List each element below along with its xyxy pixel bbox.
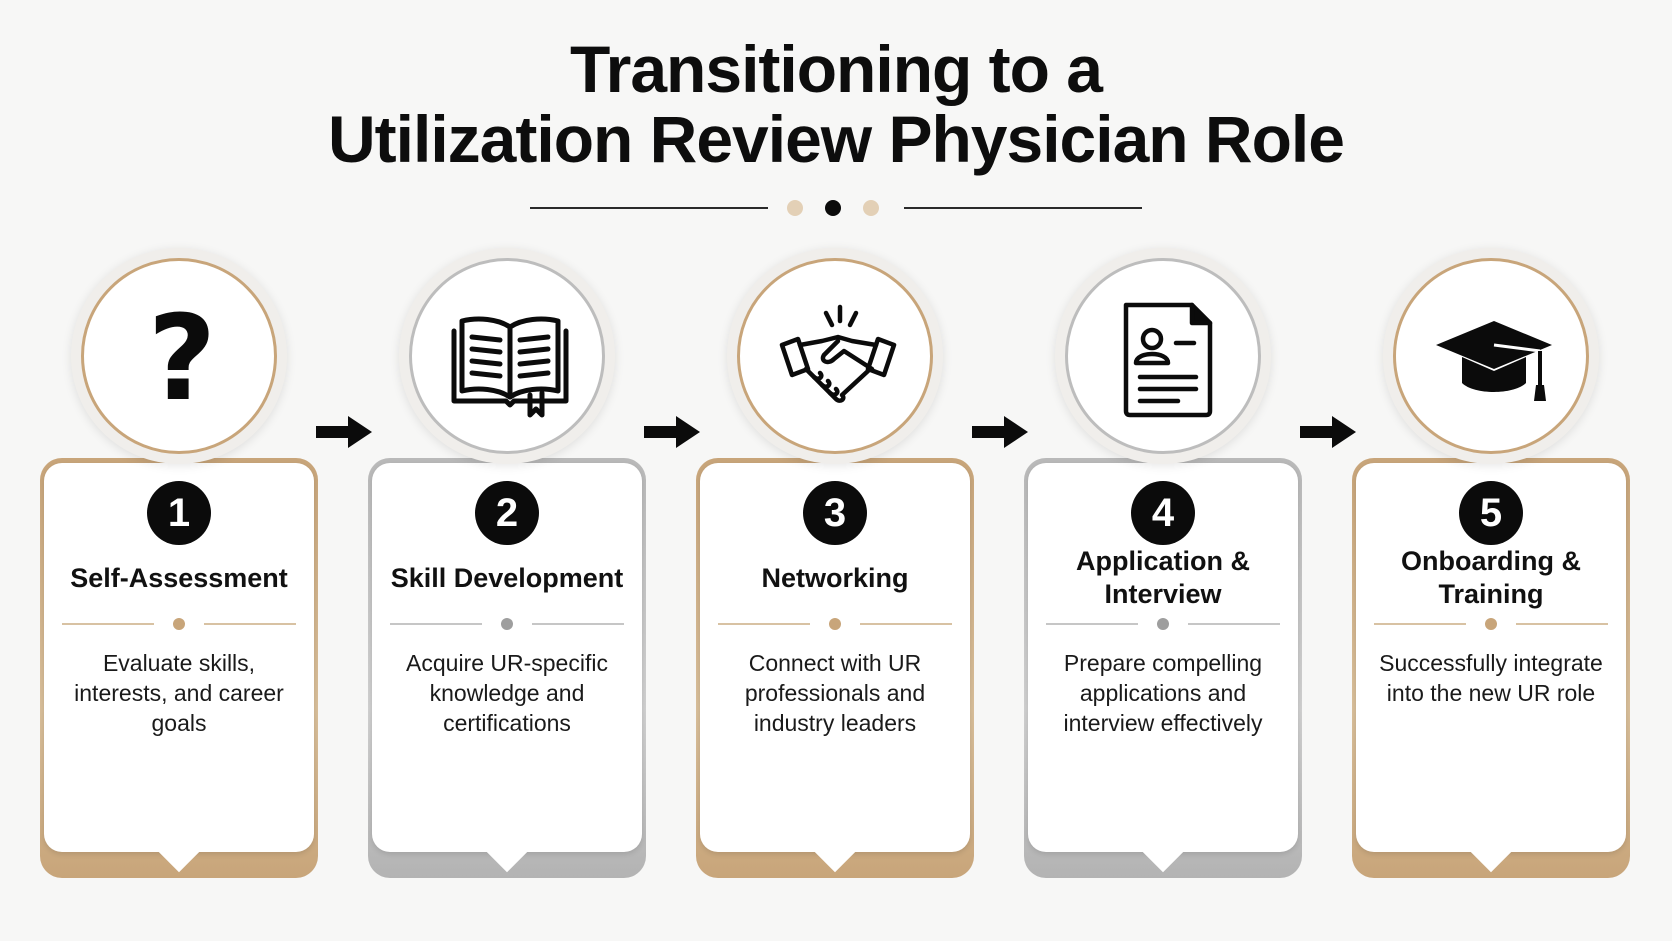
step-title: Self-Assessment: [70, 562, 288, 593]
step-card-2: 2 Skill Development Acquire UR-specific …: [368, 248, 646, 888]
step-number-badge: 4: [1131, 481, 1195, 545]
question-mark-icon: ?: [148, 299, 216, 419]
step-number-badge: 3: [803, 481, 867, 545]
step-separator: [718, 618, 952, 630]
step-title: Application & Interview: [1076, 546, 1250, 609]
step-separator: [1046, 618, 1280, 630]
step-card-5: 5 Onboarding & Training Successfully int…: [1352, 248, 1630, 888]
page-title: Transitioning to a Utilization Review Ph…: [0, 34, 1672, 174]
divider-line-right: [904, 207, 1142, 209]
step-description: Connect with UR professionals and indust…: [744, 650, 926, 736]
step-separator: [1374, 618, 1608, 630]
icon-circle: [727, 248, 943, 464]
handshake-icon: [779, 304, 897, 403]
step-number-badge: 5: [1459, 481, 1523, 545]
step-description: Prepare compelling applications and inte…: [1063, 650, 1263, 736]
step-number-badge: 1: [147, 481, 211, 545]
step-card-3: 3 Networking Connect with UR professiona…: [696, 248, 974, 888]
step-description: Acquire UR-specific knowledge and certif…: [406, 650, 608, 736]
title-line-2: Utilization Review Physician Role: [328, 102, 1345, 176]
icon-circle: ?: [71, 248, 287, 464]
arrow-right-icon: [972, 416, 1028, 448]
title-divider: [0, 198, 1672, 218]
open-book-icon: [451, 316, 569, 418]
step-card-4: 4 Application & Interview Prepare compel…: [1024, 248, 1302, 888]
icon-circle: [399, 248, 615, 464]
step-title: Networking: [761, 562, 909, 593]
icon-circle: [1383, 248, 1599, 464]
step-separator: [62, 618, 296, 630]
resume-document-icon: [1123, 302, 1213, 418]
step-title: Onboarding & Training: [1401, 546, 1581, 609]
icon-circle: [1055, 248, 1271, 464]
step-separator: [390, 618, 624, 630]
divider-dot-center: [825, 200, 841, 216]
step-description: Successfully integrate into the new UR r…: [1379, 650, 1603, 706]
step-number-badge: 2: [475, 481, 539, 545]
step-card-1: ? 1 Self-Assessment Evaluate skills, int…: [40, 248, 318, 888]
divider-dot-left: [787, 200, 803, 216]
arrow-right-icon: [644, 416, 700, 448]
step-title: Skill Development: [390, 562, 624, 593]
title-line-1: Transitioning to a: [569, 32, 1103, 106]
svg-text:?: ?: [148, 299, 216, 419]
step-description: Evaluate skills, interests, and career g…: [74, 650, 284, 736]
arrow-right-icon: [1300, 416, 1356, 448]
divider-dot-right: [863, 200, 879, 216]
graduation-cap-icon: [1436, 321, 1552, 401]
arrow-right-icon: [316, 416, 372, 448]
divider-line-left: [530, 207, 768, 209]
